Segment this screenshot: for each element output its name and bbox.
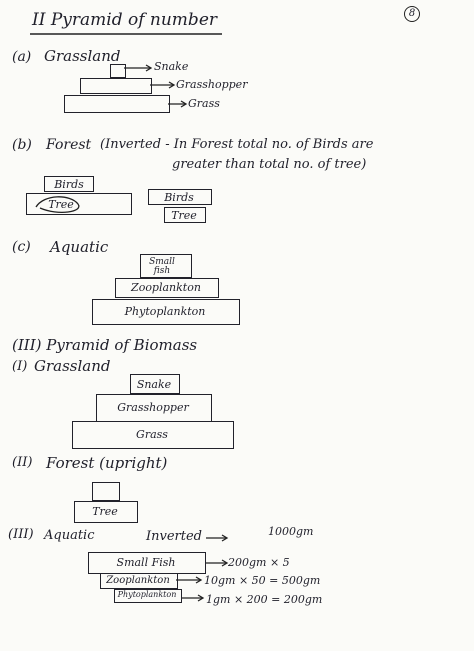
biomass-forest-top (92, 482, 120, 501)
forest-right-bottom-label: Tree (171, 209, 197, 222)
pyramid-a-top (110, 64, 126, 78)
biomass-grass-bottom-label: Grass (136, 428, 168, 441)
aquatic-level-phytoplankton (114, 589, 182, 603)
page-number-badge: 8 (404, 6, 420, 22)
calc-small-fish: 200gm × 5 (228, 556, 290, 569)
biomass-aquatic-type: Inverted (146, 529, 202, 544)
aquatic-bottom-label: Phytoplankton (124, 305, 206, 318)
forest-left-bottom-label: Tree (48, 198, 74, 211)
biomass-forest-marker: (II) (12, 455, 33, 470)
label-grass: Grass (188, 97, 220, 110)
section-b-marker: (b) (12, 137, 32, 153)
aquatic-level-zooplankton-label: Zooplankton (106, 575, 170, 586)
aquatic-bottom (92, 299, 240, 325)
section-c-marker: (c) (12, 239, 31, 255)
biomass-grass-middle-label: Grasshopper (117, 401, 189, 414)
aquatic-level-phytoplankton-label: Phytoplankton (117, 590, 177, 599)
biomass-grassland-title: Grassland (34, 357, 111, 375)
pyramid-a-middle (80, 78, 152, 94)
forest-right-top-label: Birds (164, 191, 194, 204)
calc-zooplankton: 10gm × 50 = 500gm (204, 574, 321, 587)
forest-left-top (44, 176, 94, 192)
forest-right-bottom (164, 207, 206, 223)
forest-left-top-label: Birds (54, 178, 84, 191)
aquatic-middle-label: Zooplankton (131, 281, 201, 294)
biomass-forest-title: Forest (upright) (46, 454, 168, 472)
biomass-aquatic-top-value: 1000gm (268, 525, 314, 538)
pyramid-a-bottom (64, 95, 170, 113)
biomass-heading: (III) Pyramid of Biomass (12, 336, 198, 354)
biomass-forest-box (74, 501, 138, 523)
biomass-forest-box-label: Tree (92, 505, 118, 518)
forest-left-bottom (26, 193, 132, 215)
aquatic-level-zooplankton (100, 573, 178, 589)
section-a-title: Grassland (44, 47, 121, 65)
aquatic-top-label: Small fish (149, 257, 175, 276)
section-c-title: Aquatic (50, 238, 109, 256)
aquatic-top (140, 254, 192, 278)
biomass-grass-top-label: Snake (136, 378, 172, 391)
biomass-grassland-marker: (I) (12, 359, 28, 374)
biomass-aquatic-marker: (III) (8, 527, 34, 542)
section-b-title: Forest (46, 137, 92, 153)
section-b-note-1: (Inverted - In Forest total no. of Birds… (100, 137, 374, 152)
aquatic-level-small-fish-label: Small Fish (116, 556, 176, 569)
label-grasshopper: Grasshopper (176, 78, 248, 91)
label-snake: Snake (154, 60, 189, 73)
section-a-marker: (a) (12, 49, 32, 65)
biomass-grass-top (130, 374, 180, 394)
aquatic-middle (115, 278, 219, 298)
biomass-grass-bottom (72, 421, 234, 449)
calc-phytoplankton: 1gm × 200 = 200gm (206, 593, 323, 606)
forest-right-top (148, 189, 212, 205)
page-title: II Pyramid of number (32, 10, 217, 30)
biomass-aquatic-title: Aquatic (44, 528, 95, 543)
section-b-note-2: greater than total no. of tree) (172, 157, 367, 172)
